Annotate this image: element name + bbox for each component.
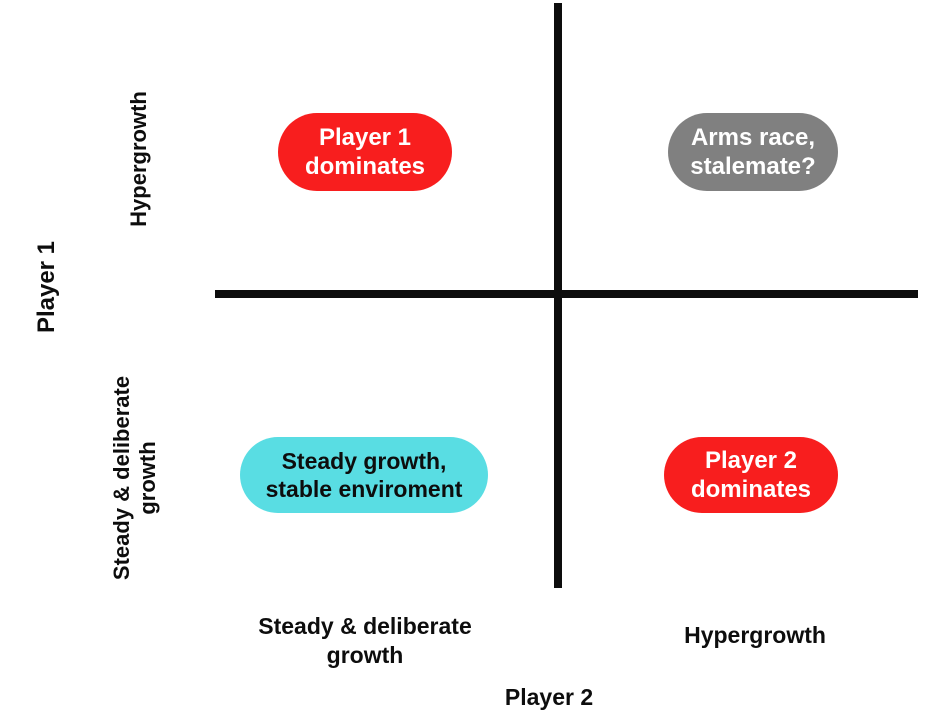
y-axis-label-steady-growth: Steady & deliberate growth <box>109 375 161 581</box>
y-axis-title: Player 1 <box>33 240 60 334</box>
quadrant-top-right-arms-race[interactable]: Arms race, stalemate? <box>668 113 838 191</box>
x-axis-label-hypergrowth: Hypergrowth <box>684 622 826 648</box>
quadrant-top-left-player1-dominates[interactable]: Player 1 dominates <box>278 113 452 191</box>
y-axis-label-hypergrowth: Hypergrowth <box>126 91 151 227</box>
horizontal-axis-line <box>215 290 918 298</box>
x-axis-label-steady-growth: Steady & deliberate growth <box>258 613 472 668</box>
quadrant-bottom-left-steady-growth[interactable]: Steady growth, stable enviroment <box>240 437 488 513</box>
quadrant-bottom-right-player2-dominates[interactable]: Player 2 dominates <box>664 437 838 513</box>
x-axis-title: Player 2 <box>504 684 594 710</box>
